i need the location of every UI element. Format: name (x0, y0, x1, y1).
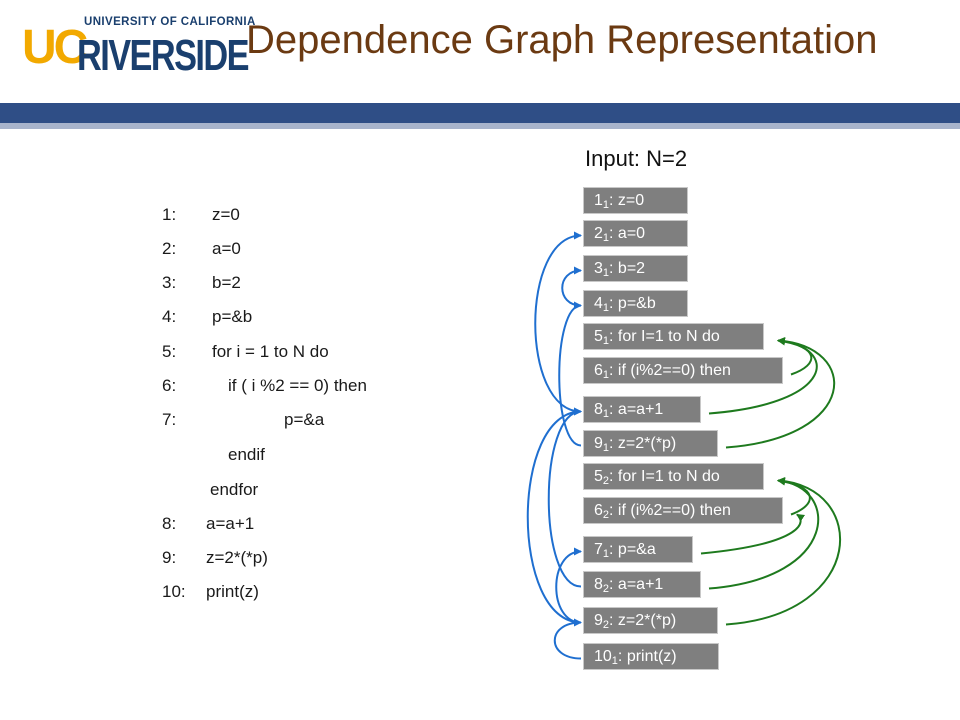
node-statement-number: 4 (594, 295, 603, 312)
node-instance-subscript: 1 (602, 199, 610, 211)
node-instance-subscript: 1 (611, 655, 618, 667)
node-statement-text: : p=&b (609, 295, 656, 312)
node-instance-subscript: 2 (602, 509, 610, 521)
node-statement-text: : print(z) (617, 648, 677, 665)
node-statement-text: : for I=1 to N do (609, 468, 720, 485)
code-listing: 1: z=0 2: a=0 3: b=2 4: p=&b 5: for i = … (162, 205, 367, 601)
node-statement-text: : if (i%2==0) then (609, 362, 731, 379)
data-dependence-edge-4-1-to-3-1 (561, 266, 582, 307)
code-line-number: 2: (162, 239, 177, 258)
node-statement-number: 3 (594, 260, 603, 277)
node-instance-subscript: 1 (602, 548, 610, 560)
node-statement-text: : if (i%2==0) then (609, 502, 731, 519)
graph-node-1-1: 11: z=0 (583, 187, 688, 214)
code-line-number: 3: (162, 273, 177, 292)
slide-title: Dependence Graph Representation (246, 18, 878, 62)
logo-university-text: UNIVERSITY OF CALIFORNIA (84, 16, 256, 28)
node-statement-text: : a=a+1 (609, 576, 664, 593)
node-statement-number: 2 (594, 225, 603, 242)
header-band-shadow (0, 123, 960, 129)
code-line-text: a=0 (212, 239, 241, 258)
node-instance-subscript: 2 (602, 475, 610, 487)
node-statement-text: : for I=1 to N do (609, 328, 720, 345)
graph-node-4-1: 41: p=&b (583, 290, 688, 317)
node-statement-text: : p=&a (609, 541, 656, 558)
node-instance-subscript: 1 (602, 267, 610, 279)
node-statement-number: 9 (594, 612, 603, 629)
code-line-text: z=2*(*p) (206, 548, 268, 567)
node-statement-number: 1 (594, 192, 603, 209)
graph-node-8-2: 82: a=a+1 (583, 571, 701, 598)
code-line-text: a=a+1 (206, 514, 255, 533)
node-statement-number: 7 (594, 541, 603, 558)
node-statement-text: : b=2 (609, 260, 646, 277)
node-statement-number: 10 (594, 648, 612, 665)
graph-node-9-2: 92: z=2*(*p) (583, 607, 718, 634)
graph-node-10-1: 101: print(z) (583, 643, 719, 670)
node-instance-subscript: 1 (602, 442, 610, 454)
node-statement-text: : z=2*(*p) (609, 612, 677, 629)
code-line-number: 4: (162, 307, 177, 326)
logo-riverside-text: RIVERSIDE (77, 31, 250, 80)
input-label: Input: N=2 (585, 146, 688, 171)
graph-node-9-1: 91: z=2*(*p) (583, 430, 718, 457)
code-line-text: for i = 1 to N do (212, 342, 329, 361)
node-statement-text: : a=a+1 (609, 401, 664, 418)
node-statement-number: 5 (594, 328, 603, 345)
node-instance-subscript: 2 (602, 619, 610, 631)
node-statement-number: 5 (594, 468, 603, 485)
node-statement-number: 6 (594, 502, 603, 519)
node-instance-subscript: 1 (602, 408, 610, 420)
graph-node-3-1: 31: b=2 (583, 255, 688, 282)
code-line-text: print(z) (206, 582, 259, 601)
ucr-logo: UNIVERSITY OF CALIFORNIA UC RIVERSIDE (22, 14, 255, 80)
graph-node-8-1: 81: a=a+1 (583, 396, 701, 423)
graph-node-7-1: 71: p=&a (583, 536, 693, 563)
graph-node-6-1: 61: if (i%2==0) then (583, 357, 783, 384)
code-line-text: b=2 (212, 273, 241, 292)
code-line-number: 7: (162, 410, 177, 429)
graph-node-2-1: 21: a=0 (583, 220, 688, 247)
node-statement-text: : z=0 (609, 192, 645, 209)
code-line-number: 10: (162, 582, 186, 601)
node-instance-subscript: 2 (602, 583, 610, 595)
node-instance-subscript: 1 (602, 302, 610, 314)
logo-uc-text: UC (22, 21, 88, 74)
code-line-number: 9: (162, 548, 177, 567)
code-line-text: endfor (210, 480, 259, 499)
control-dependence-edge-6-1-to-5-1 (777, 337, 813, 376)
node-statement-number: 6 (594, 362, 603, 379)
header-band (0, 103, 960, 123)
graph-node-6-2: 62: if (i%2==0) then (583, 497, 783, 524)
code-line-text: z=0 (212, 205, 240, 224)
code-line-number: 1: (162, 205, 177, 224)
node-statement-number: 9 (594, 435, 603, 452)
graph-node-5-1: 51: for I=1 to N do (583, 323, 764, 350)
node-statement-number: 8 (594, 576, 603, 593)
data-dependence-edge-9-1-to-4-1 (558, 301, 582, 447)
code-line-number: 8: (162, 514, 177, 533)
node-instance-subscript: 1 (602, 369, 610, 381)
node-instance-subscript: 1 (602, 335, 610, 347)
node-statement-text: : z=2*(*p) (609, 435, 677, 452)
code-line-text: p=&a (284, 410, 325, 429)
node-statement-text: : a=0 (609, 225, 646, 242)
code-line-text: p=&b (212, 307, 253, 326)
code-line-text: endif (228, 445, 265, 464)
node-instance-subscript: 1 (602, 232, 610, 244)
code-line-text: if ( i %2 == 0) then (228, 376, 367, 395)
node-statement-number: 8 (594, 401, 603, 418)
graph-node-5-2: 52: for I=1 to N do (583, 463, 764, 490)
code-line-number: 6: (162, 376, 177, 395)
code-line-number: 5: (162, 342, 177, 361)
